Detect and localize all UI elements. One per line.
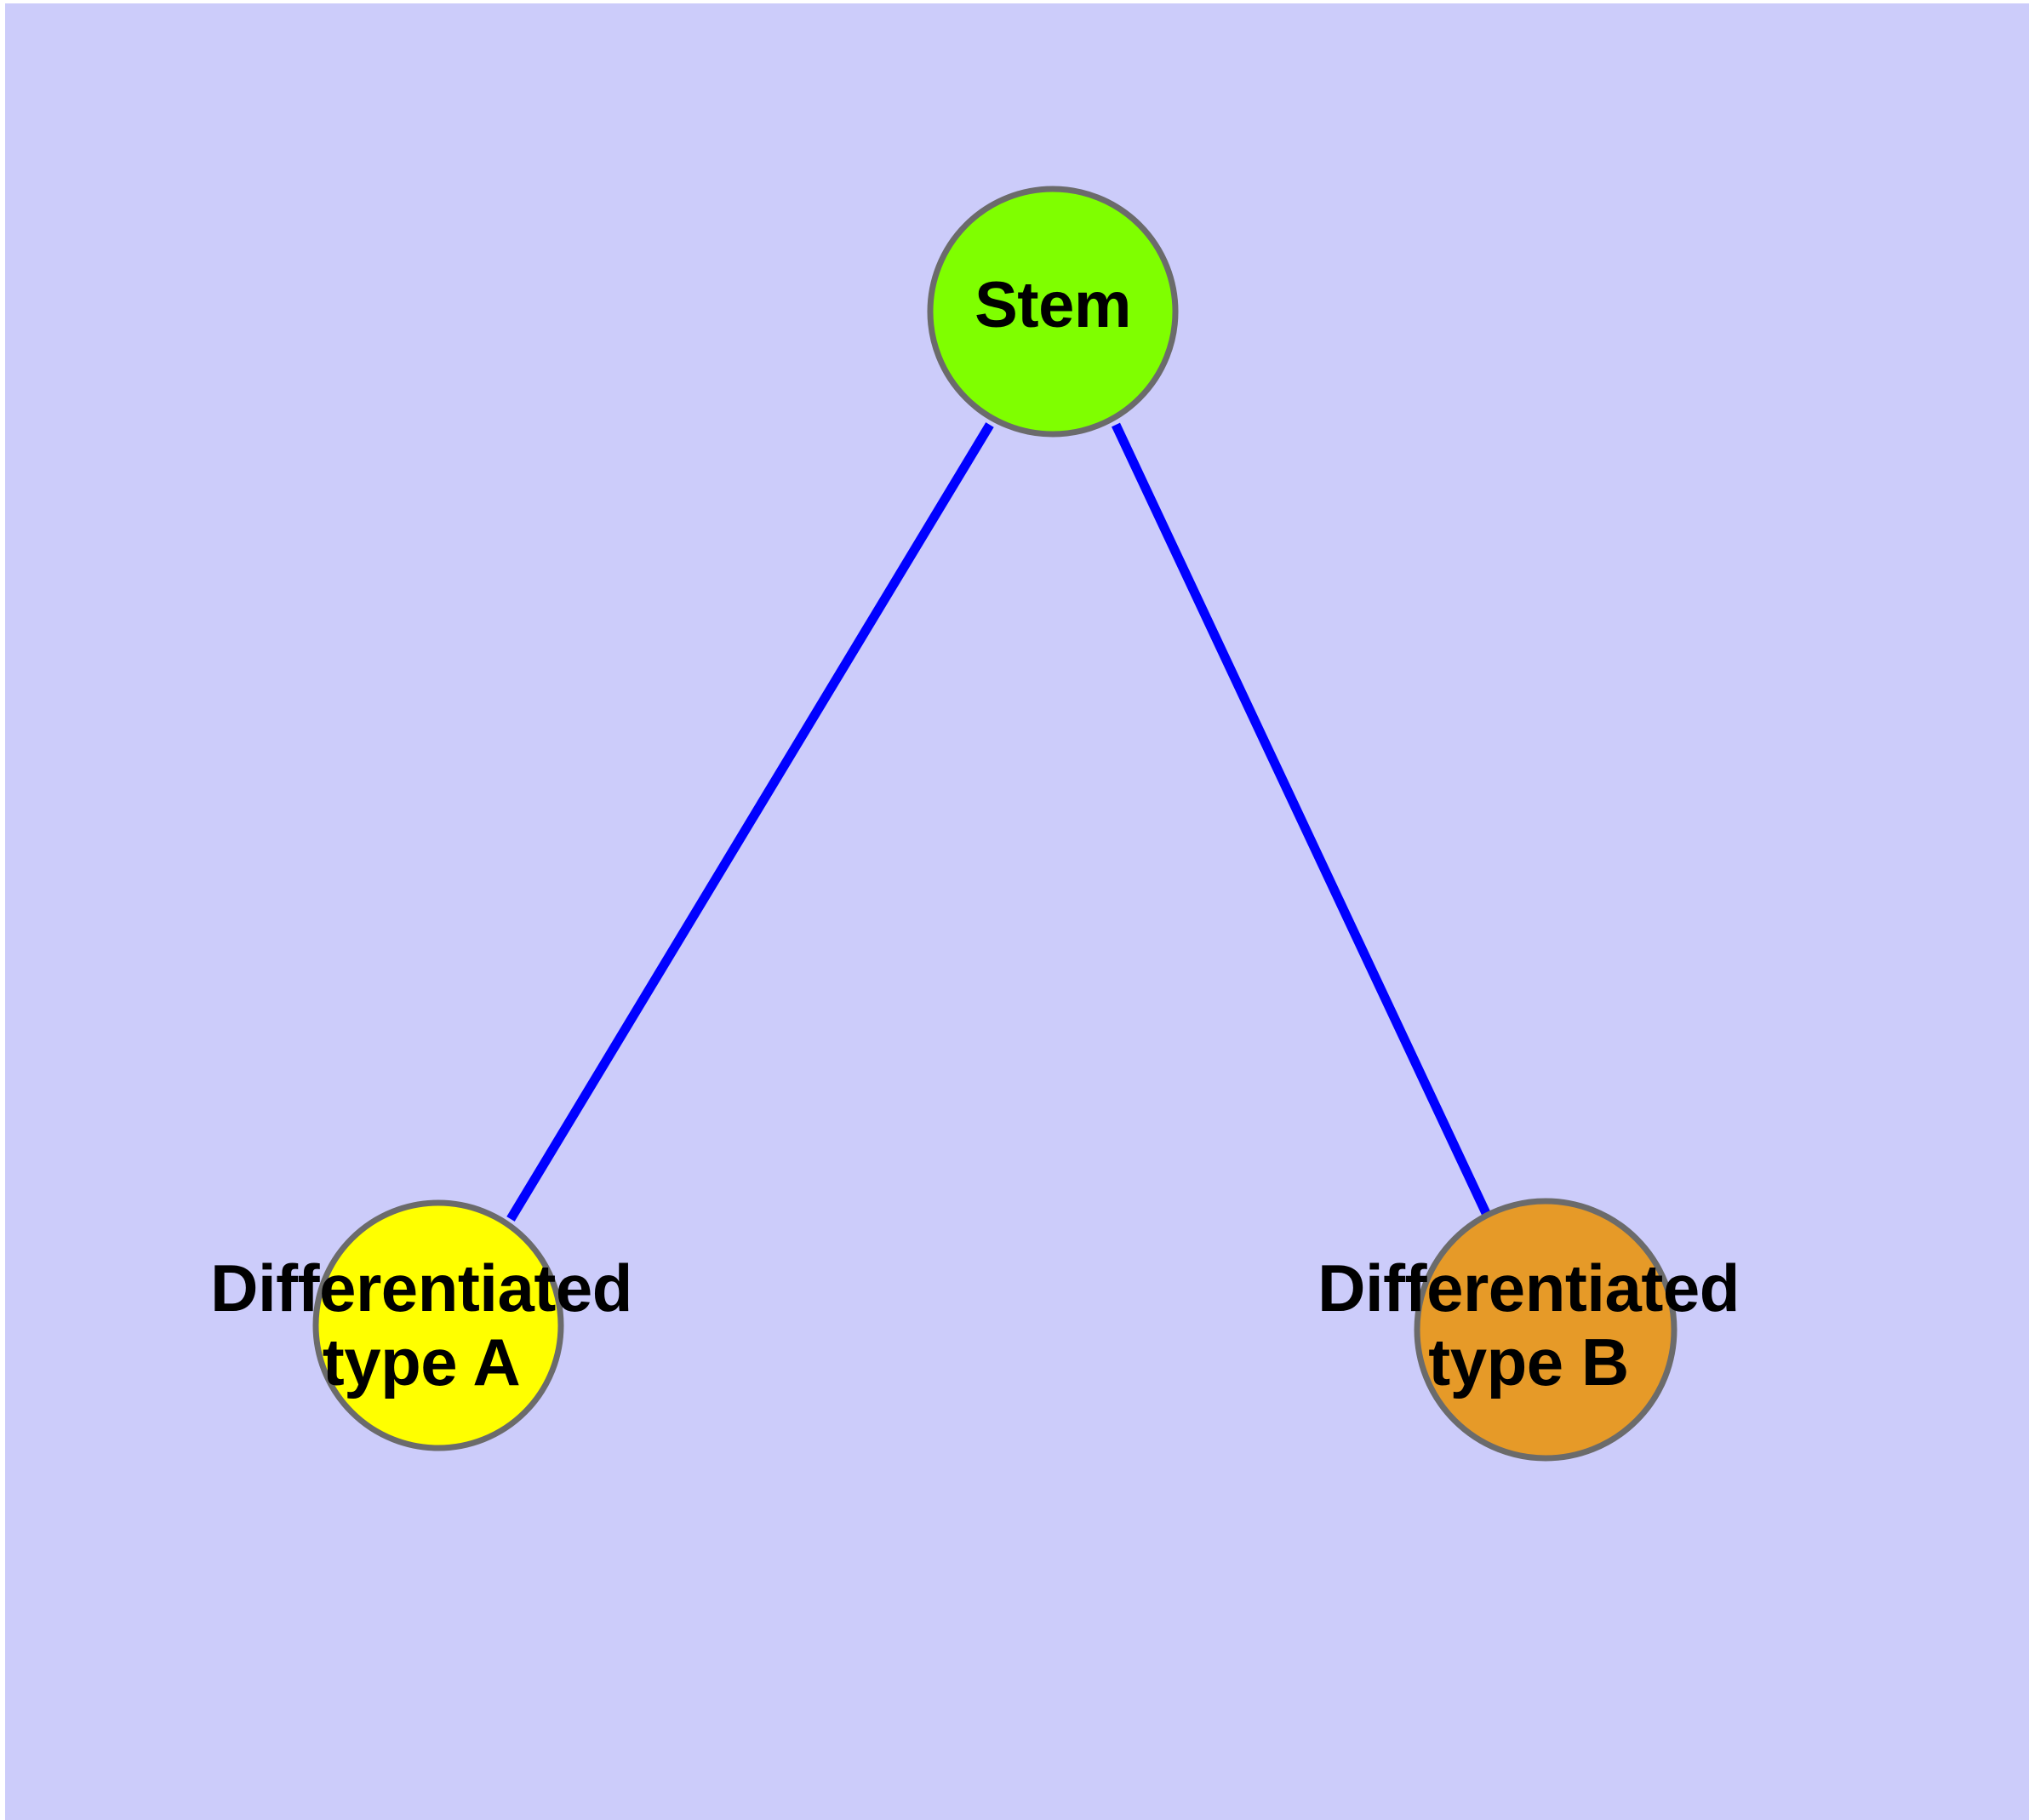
node-circle-diff-b[interactable]	[1414, 1198, 1677, 1462]
node-circle-stem[interactable]	[927, 186, 1179, 438]
node-circle-diff-a[interactable]	[312, 1199, 564, 1451]
edge-stem-to-differentiated-type-a[interactable]	[506, 422, 994, 1222]
edge-stem-to-differentiated-type-b[interactable]	[1112, 422, 1496, 1228]
